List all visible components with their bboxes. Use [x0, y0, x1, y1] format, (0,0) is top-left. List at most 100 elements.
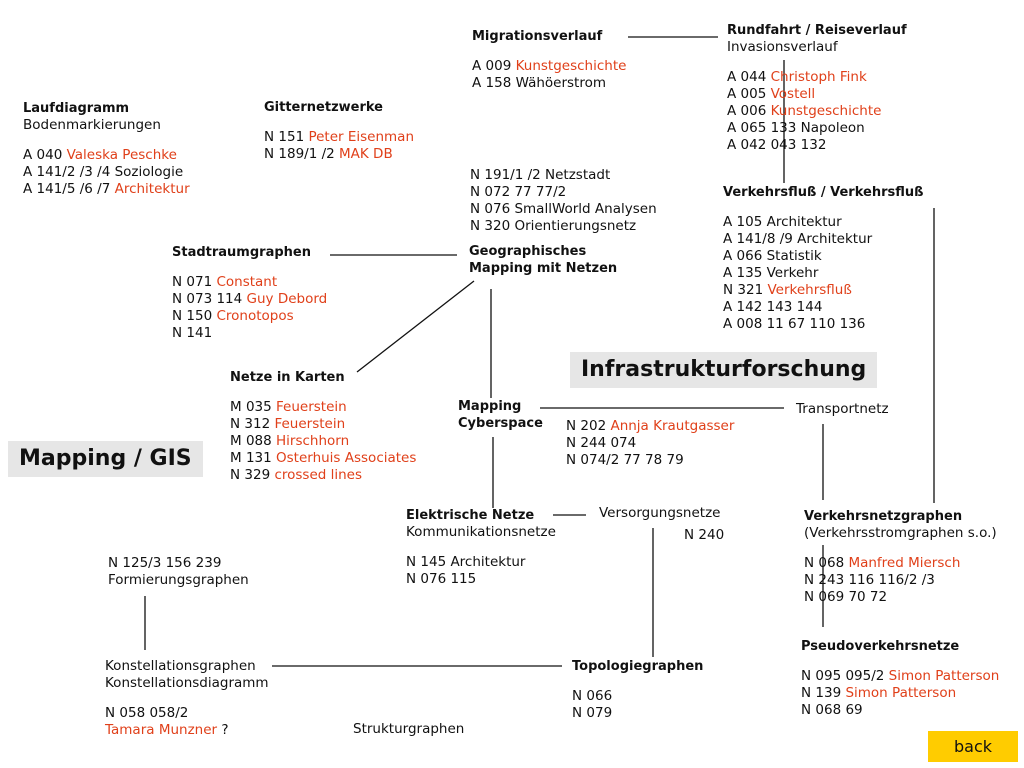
reference-line: N 068 69: [801, 702, 999, 719]
reference-line: A 066 Statistik: [723, 248, 923, 265]
reference-line: N 191/1 /2 Netzstadt: [470, 167, 657, 184]
reference-code: A 005: [727, 86, 771, 102]
reference-line: A 005 Vostell: [727, 86, 907, 103]
reference-line: N 202 Annja Krautgasser: [566, 418, 734, 435]
connector: [356, 280, 475, 373]
node-heading: Migrationsverlauf: [472, 29, 603, 44]
reference-code: N 141: [172, 325, 213, 341]
reference-name: Christoph Fink: [770, 69, 867, 85]
infrastrukturforschung-title: Infrastrukturforschung: [570, 352, 878, 388]
reference-code: A 141/2 /3 /4 Soziologie: [23, 164, 184, 180]
reference-code: N 076 115: [406, 571, 477, 587]
reference-code: N 240: [684, 527, 725, 543]
reference-name: Tamara Munzner: [105, 722, 218, 738]
reference-code: N 071: [172, 274, 217, 290]
reference-code: A 008 11 67 110 136: [723, 316, 866, 332]
reference-line: N 079: [572, 705, 703, 722]
reference-code: N 312: [230, 416, 275, 432]
reference-code: A 009: [472, 58, 516, 74]
node-heading: Laufdiagramm: [23, 101, 130, 116]
reference-line: A 065 133 Napoleon: [727, 120, 907, 137]
reference-code: M 035: [230, 399, 276, 415]
reference-line: N 312 Feuerstein: [230, 416, 416, 433]
reference-line: N 329 crossed lines: [230, 467, 416, 484]
versorgungsnetze-reference: N 240: [684, 527, 724, 544]
reference-name: Annja Krautgasser: [610, 418, 735, 434]
reference-line: M 088 Hirschhorn: [230, 433, 416, 450]
reference-name: Cronotopos: [216, 308, 294, 324]
reference-code: N 320 Orientierungsnetz: [470, 218, 637, 234]
reference-code: A 105 Architektur: [723, 214, 842, 230]
reference-name: Peter Eisenman: [308, 129, 415, 145]
reference-line: A 135 Verkehr: [723, 265, 923, 282]
reference-code: N 068 69: [801, 702, 863, 718]
reference-code: N 095 095/2: [801, 668, 889, 684]
reference-line: N 074/2 77 78 79: [566, 452, 734, 469]
reference-name: Guy Debord: [246, 291, 328, 307]
reference-code: N 058 058/2: [105, 705, 189, 721]
reference-line: N 321 Verkehrsfluß: [723, 282, 923, 299]
reference-code: ?: [217, 722, 229, 738]
reference-code: N 145 Architektur: [406, 554, 526, 570]
node-heading: Topologiegraphen: [572, 659, 704, 674]
reference-line: A 141/2 /3 /4 Soziologie: [23, 164, 190, 181]
reference-line: N 320 Orientierungsnetz: [470, 218, 657, 235]
back-button[interactable]: back: [928, 731, 1018, 762]
node-heading: Pseudoverkehrsnetze: [801, 639, 960, 654]
reference-line: N 244 074: [566, 435, 734, 452]
reference-line: N 068 Manfred Miersch: [804, 555, 997, 572]
reference-code: N 329: [230, 467, 275, 483]
reference-code: A 142 143 144: [723, 299, 823, 315]
reference-line: A 141/5 /6 /7 Architektur: [23, 181, 190, 198]
node-subtitle: Konstellationsdiagramm: [105, 675, 269, 691]
reference-line: A 040 Valeska Peschke: [23, 147, 190, 164]
reference-code: N 139: [801, 685, 846, 701]
reference-line: A 105 Architektur: [723, 214, 923, 231]
reference-line: N 240: [684, 527, 724, 544]
node-heading: Stadtraumgraphen: [172, 245, 311, 260]
strukturgraphen-node: Strukturgraphen: [353, 721, 464, 738]
node-heading: Rundfahrt / Reiseverlauf: [727, 23, 907, 38]
reference-code: A 141/8 /9 Architektur: [723, 231, 873, 247]
reference-code: N 243 116 116/2 /3: [804, 572, 935, 588]
reference-code: N 150: [172, 308, 217, 324]
reference-code: N 076 SmallWorld Analysen: [470, 201, 657, 217]
transportnetz-node: Transportnetz: [796, 401, 889, 418]
node-heading: Verkehrsnetzgraphen: [804, 509, 963, 524]
node-subtitle: (Verkehrsstromgraphen s.o.): [804, 525, 997, 541]
reference-line: N 150 Cronotopos: [172, 308, 327, 325]
reference-line: Tamara Munzner ?: [105, 722, 269, 739]
reference-line: N 058 058/2: [105, 705, 269, 722]
reference-line: A 141/8 /9 Architektur: [723, 231, 923, 248]
node-heading: Netze in Karten: [230, 370, 345, 385]
reference-name: crossed lines: [274, 467, 363, 483]
reference-code: A 158 Wähöerstrom: [472, 75, 607, 91]
reference-name: Simon Patterson: [888, 668, 1000, 684]
node-heading: Cyberspace: [458, 416, 543, 431]
reference-line: N 076 115: [406, 571, 556, 588]
reference-code: M 131: [230, 450, 276, 466]
reference-code: N 191/1 /2 Netzstadt: [470, 167, 611, 183]
node-subtitle: Bodenmarkierungen: [23, 117, 161, 133]
reference-line: N 069 70 72: [804, 589, 997, 606]
reference-code: A 066 Statistik: [723, 248, 822, 264]
reference-code: A 135 Verkehr: [723, 265, 819, 281]
node-subtitle: Kommunikationsnetze: [406, 524, 556, 540]
reference-name: Feuerstein: [274, 416, 346, 432]
reference-line: A 044 Christoph Fink: [727, 69, 907, 86]
reference-line: N 073 114 Guy Debord: [172, 291, 327, 308]
